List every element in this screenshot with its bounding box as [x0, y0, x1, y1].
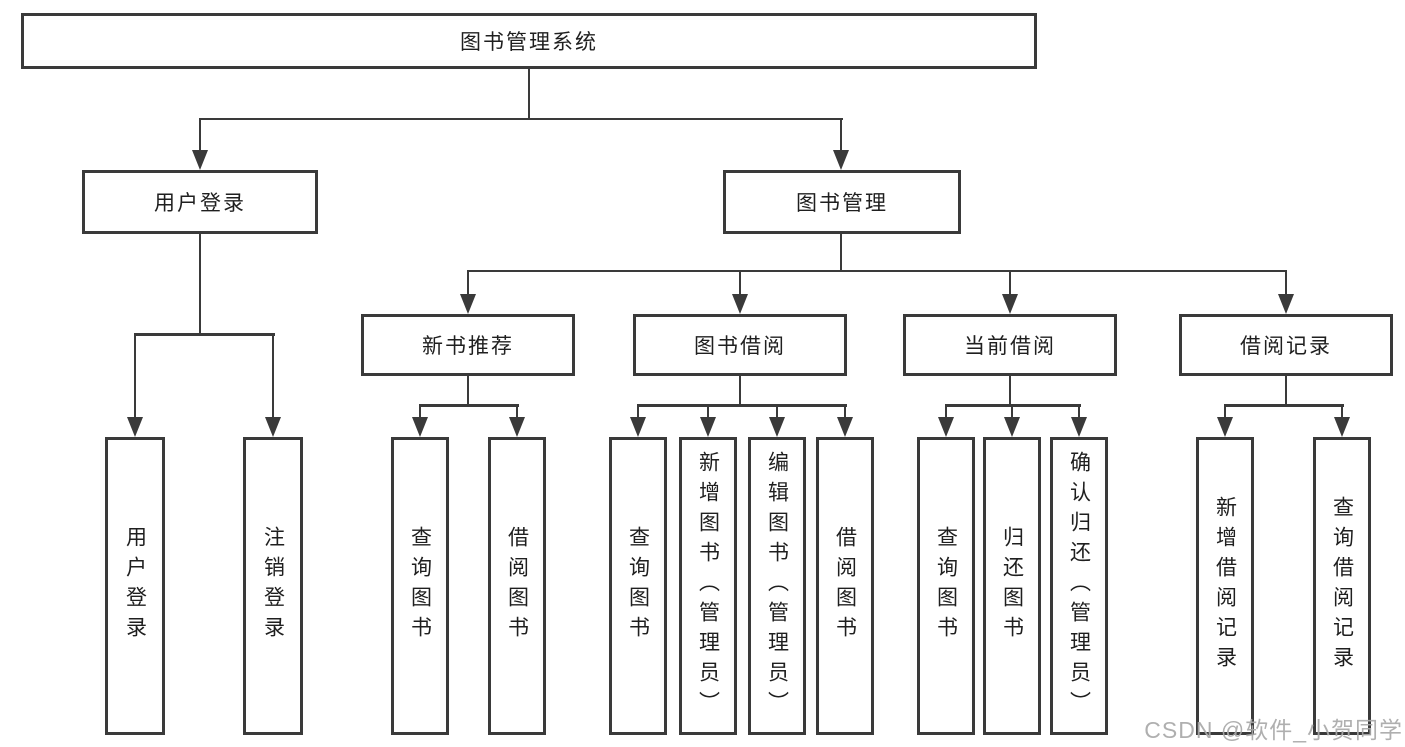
- connector-drop-current-return: [1011, 404, 1013, 419]
- connector-book-borrow-stem: [739, 376, 741, 406]
- arrowhead-current-confirm: [1071, 417, 1087, 437]
- leaf-records-query: 查询借阅记录: [1313, 437, 1371, 735]
- connector-drop-new-book: [467, 270, 469, 296]
- leaf-newbook-borrow: 借阅图书: [488, 437, 546, 735]
- connector-drop-newbook-query: [419, 404, 421, 419]
- connector-drop-book-management: [840, 118, 842, 152]
- node-current-borrow: 当前借阅: [903, 314, 1117, 376]
- leaf-current-query: 查询图书: [917, 437, 975, 735]
- arrowhead-borrow-edit: [769, 417, 785, 437]
- connector-book-management-hbar: [467, 270, 1287, 272]
- connector-current-borrow-stem: [1009, 376, 1011, 406]
- arrowhead-book-management: [833, 150, 849, 170]
- connector-drop-book-borrow: [739, 270, 741, 296]
- arrowhead-newbook-borrow: [509, 417, 525, 437]
- connector-drop-newbook-borrow: [516, 404, 518, 419]
- leaf-logout: 注销登录: [243, 437, 303, 735]
- arrowhead-new-book: [460, 294, 476, 314]
- arrowhead-borrow-borrow: [837, 417, 853, 437]
- arrowhead-current-borrow: [1002, 294, 1018, 314]
- connector-root-stem: [528, 69, 530, 120]
- arrowhead-borrow-add: [700, 417, 716, 437]
- connector-drop-leaf-user-login: [134, 333, 136, 419]
- node-book-management: 图书管理: [723, 170, 961, 234]
- node-book-borrow: 图书借阅: [633, 314, 847, 376]
- arrowhead-borrow-query: [630, 417, 646, 437]
- connector-drop-current-confirm: [1078, 404, 1080, 419]
- arrowhead-current-query: [938, 417, 954, 437]
- node-root: 图书管理系统: [21, 13, 1037, 69]
- connector-drop-user-login: [199, 118, 201, 152]
- arrowhead-borrow-records: [1278, 294, 1294, 314]
- arrowhead-records-query: [1334, 417, 1350, 437]
- connector-drop-records-add: [1224, 404, 1226, 419]
- connector-user-login-hbar: [134, 333, 275, 336]
- connector-drop-borrow-records: [1285, 270, 1287, 296]
- node-user-login: 用户登录: [82, 170, 318, 234]
- connector-drop-current-borrow: [1009, 270, 1011, 296]
- arrowhead-records-add: [1217, 417, 1233, 437]
- connector-drop-borrow-query: [637, 404, 639, 419]
- leaf-current-return: 归还图书: [983, 437, 1041, 735]
- connector-root-hbar: [199, 118, 843, 120]
- connector-drop-leaf-logout: [272, 333, 274, 419]
- connector-book-management-stem: [840, 234, 842, 271]
- node-new-book-recommend: 新书推荐: [361, 314, 575, 376]
- connector-user-login-stem: [199, 234, 201, 334]
- leaf-newbook-query: 查询图书: [391, 437, 449, 735]
- connector-drop-current-query: [945, 404, 947, 419]
- leaf-user-login: 用户登录: [105, 437, 165, 735]
- connector-borrow-records-stem: [1285, 376, 1287, 406]
- connector-book-borrow-hbar: [637, 404, 847, 407]
- connector-drop-borrow-edit: [776, 404, 778, 419]
- arrowhead-book-borrow: [732, 294, 748, 314]
- connector-drop-borrow-add: [707, 404, 709, 419]
- arrowhead-leaf-user-login: [127, 417, 143, 437]
- node-borrow-records: 借阅记录: [1179, 314, 1393, 376]
- connector-drop-records-query: [1341, 404, 1343, 419]
- connector-drop-borrow-borrow: [844, 404, 846, 419]
- connector-borrow-records-hbar: [1224, 404, 1344, 407]
- connector-current-borrow-hbar: [945, 404, 1081, 407]
- arrowhead-current-return: [1004, 417, 1020, 437]
- arrowhead-user-login: [192, 150, 208, 170]
- leaf-borrow-edit-admin: 编辑图书（管理员）: [748, 437, 806, 735]
- leaf-borrow-query: 查询图书: [609, 437, 667, 735]
- leaf-current-confirm-admin: 确认归还（管理员）: [1050, 437, 1108, 735]
- leaf-borrow-add-admin: 新增图书（管理员）: [679, 437, 737, 735]
- csdn-watermark: CSDN @软件_小贺同学: [1144, 717, 1403, 743]
- arrowhead-newbook-query: [412, 417, 428, 437]
- connector-new-book-hbar: [419, 404, 519, 407]
- leaf-borrow-borrow: 借阅图书: [816, 437, 874, 735]
- connector-new-book-stem: [467, 376, 469, 406]
- leaf-records-add: 新增借阅记录: [1196, 437, 1254, 735]
- arrowhead-leaf-logout: [265, 417, 281, 437]
